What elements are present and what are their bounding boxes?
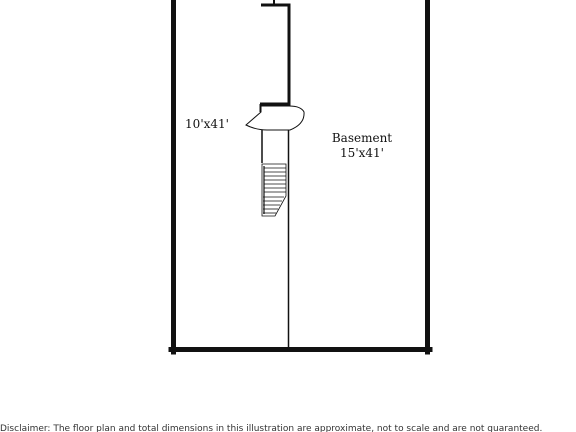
upper-partition-wall: [261, 3, 291, 97]
door-swing-icon: [245, 105, 305, 163]
exterior-walls: [168, 0, 433, 355]
disclaimer-text: Disclaimer: The floor plan and total dim…: [0, 424, 543, 432]
staircase-icon: [261, 163, 287, 217]
room-label-basement: Basement 15'x41': [322, 131, 402, 161]
room-dimensions-basement: 15'x41': [340, 146, 384, 160]
room-name-basement: Basement: [331, 131, 393, 145]
room-dimensions-left: 10'x41': [185, 117, 229, 131]
